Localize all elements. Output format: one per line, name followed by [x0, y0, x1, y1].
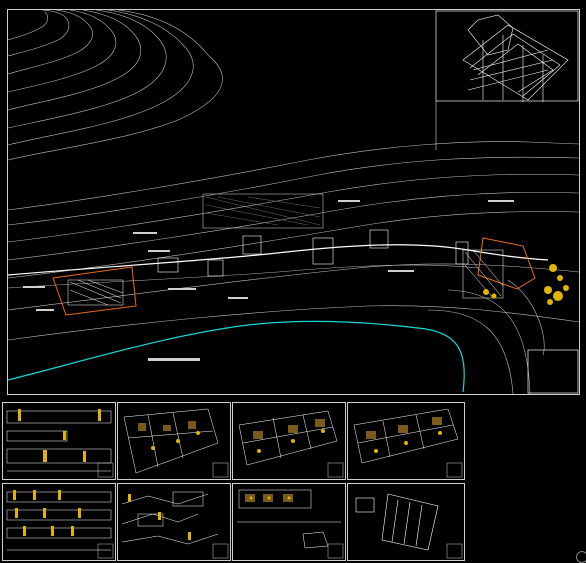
- waterline: [8, 320, 465, 393]
- elevations-drawing: [6, 490, 114, 559]
- sections-drawing: [121, 491, 229, 559]
- sheet-elevations-2[interactable]: [2, 483, 116, 561]
- sheet-floor-plan-3[interactable]: [347, 402, 465, 480]
- floor-plan-drawing: [123, 408, 229, 478]
- 3d-structure-view-icon: [462, 14, 569, 102]
- floor-plan-drawing: [238, 410, 344, 478]
- hatched-plaza: [202, 193, 324, 229]
- tree-icon: [483, 264, 569, 305]
- sheet-key-plan[interactable]: [347, 483, 465, 561]
- site-plan-sheet[interactable]: [7, 9, 580, 395]
- sheet-elevations-1[interactable]: [2, 402, 116, 480]
- title-block-icon: [527, 349, 579, 394]
- sheet-floor-plan-2[interactable]: [232, 402, 346, 480]
- road-centerline: [8, 244, 549, 276]
- key-plan-drawing: [355, 493, 463, 559]
- elevations-drawing: [6, 409, 114, 478]
- sheet-sections[interactable]: [117, 483, 231, 561]
- sheet-detail-plan[interactable]: [232, 483, 346, 561]
- site-plan-drawing: [8, 10, 579, 394]
- floor-plan-drawing: [353, 408, 463, 478]
- contour-lines-icon: [8, 10, 579, 341]
- viewport-handle-icon[interactable]: [576, 551, 586, 563]
- sheet-floor-plan-1[interactable]: [117, 402, 231, 480]
- detail-plan-drawing: [237, 489, 344, 559]
